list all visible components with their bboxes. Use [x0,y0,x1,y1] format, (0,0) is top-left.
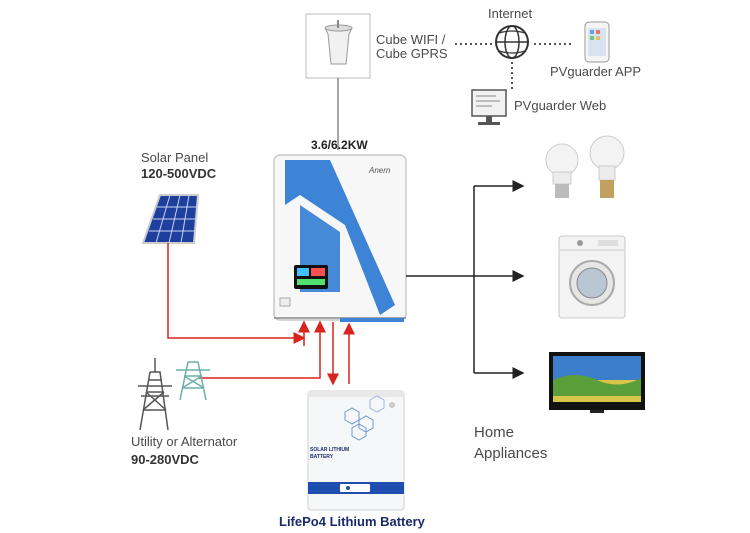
light-bulb-icon [589,135,625,198]
inverter-brand-logo: Anern [369,166,391,175]
wifi-module-label-line2: Cube GPRS [376,46,448,61]
app-label: PVguarder APP [550,64,642,79]
smartphone-icon [584,21,610,63]
home-appliances-label-line1: Home [474,424,515,441]
battery-panel-text-1: SOLAR LITHIUM [310,447,350,453]
solar-panel-voltage: 120-500VDC [141,166,217,181]
wifi-module-icon [305,13,371,79]
solar-panel-icon [141,194,200,244]
light-bulb-icon [545,143,579,198]
wifi-module-label-line1: Cube WIFI / [376,32,446,47]
battery-icon [307,390,405,511]
web-label: PVguarder Web [514,98,607,113]
washing-machine-icon [558,235,626,319]
monitor-icon [471,89,507,125]
battery-panel-text-2: BATTERY [310,454,334,460]
inverter-icon [273,154,407,322]
battery-label: LifePo4 Lithium Battery [279,514,425,529]
transmission-tower-icon [138,358,172,431]
television-icon [549,352,645,413]
inverter-rating-label: 3.6/6.2KW [311,138,368,152]
home-appliances-label-line2: Appliances [474,445,548,462]
utility-label: Utility or Alternator [131,434,238,449]
transmission-tower-icon [176,361,210,401]
output-lines [406,180,525,379]
internet-label: Internet [488,6,533,21]
solar-panel-label: Solar Panel [141,150,209,165]
power-lines [167,243,355,386]
internet-globe-icon [495,25,529,59]
utility-voltage: 90-280VDC [131,452,199,467]
